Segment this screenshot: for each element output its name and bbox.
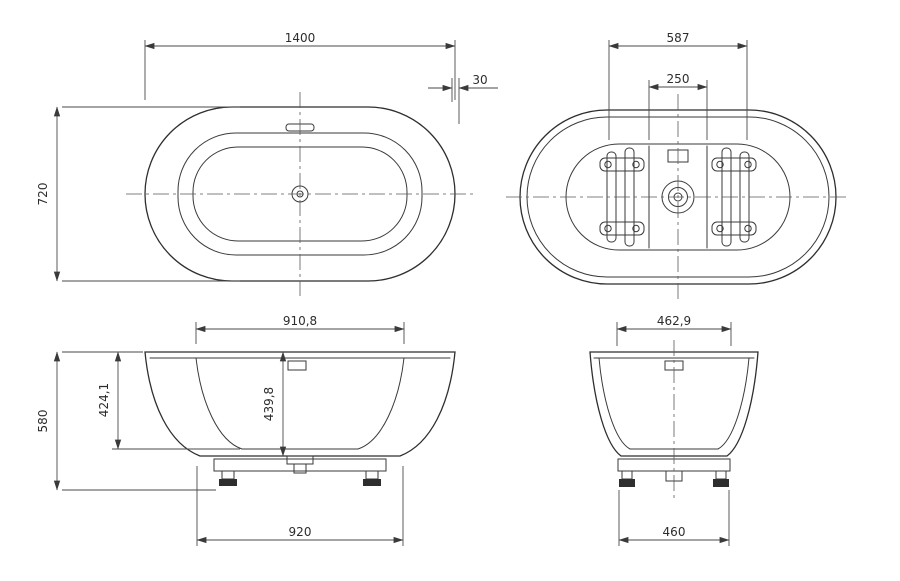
- bolt: [716, 160, 724, 169]
- inner-basin-line: [195, 357, 405, 450]
- dim-label-inner-depth: 424,1: [97, 383, 111, 417]
- bolt: [716, 224, 724, 233]
- side-view: 462,9 460: [589, 314, 759, 546]
- dim-label-overall-length: 1400: [285, 31, 316, 45]
- foot-stem: [621, 470, 633, 480]
- drain-pipe: [293, 463, 307, 474]
- tub-outline: [589, 351, 759, 457]
- dim-label-rim-offset: 30: [472, 73, 487, 87]
- foot-pad: [363, 479, 381, 486]
- mounting-bracket: [599, 157, 645, 172]
- dim-label-inner-length: 910,8: [283, 314, 317, 328]
- mounting-bracket: [711, 157, 757, 172]
- drain-flange: [286, 455, 314, 465]
- mounting-bracket: [599, 221, 645, 236]
- bolt: [632, 224, 640, 233]
- top-view: 1400 30 720: [36, 31, 498, 296]
- bolt: [632, 160, 640, 169]
- foot-stem: [365, 470, 379, 480]
- overflow-mark: [287, 360, 307, 371]
- dim-label-overall-height: 580: [36, 410, 50, 433]
- dim-label-overall-width: 720: [36, 183, 50, 206]
- front-view: 910,8 424,1 439,8 580 920: [36, 314, 456, 546]
- mounting-bracket: [711, 221, 757, 236]
- foot-pad: [219, 479, 237, 486]
- bolt: [744, 224, 752, 233]
- foot-stem: [221, 470, 235, 480]
- foot-pad: [619, 479, 635, 487]
- tub-outline: [144, 351, 456, 457]
- dim-label-shell-depth: 439,8: [262, 387, 276, 421]
- bottom-view: 587 250: [506, 31, 850, 299]
- dim-label-top-width: 462,9: [657, 314, 691, 328]
- dim-label-base-length: 920: [289, 525, 312, 539]
- bolt: [604, 224, 612, 233]
- bolt: [744, 160, 752, 169]
- foot-stem: [715, 470, 727, 480]
- foot-pad: [713, 479, 729, 487]
- dim-label-drain-span: 250: [667, 72, 690, 86]
- dim-label-frame-length: 587: [667, 31, 690, 45]
- bolt: [604, 160, 612, 169]
- base-frame: [213, 458, 387, 472]
- dim-label-base-width: 460: [663, 525, 686, 539]
